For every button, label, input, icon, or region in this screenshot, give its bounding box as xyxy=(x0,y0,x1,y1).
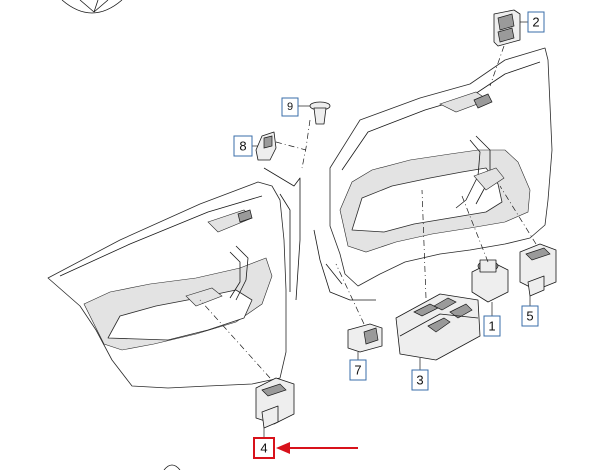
orientation-symbol-icon xyxy=(61,0,123,14)
part-2-switch-block xyxy=(493,9,528,47)
part-7-switch xyxy=(347,323,383,360)
highlight-arrow-icon xyxy=(276,442,358,454)
callout-part-1[interactable]: 1 xyxy=(483,315,501,337)
rear-door-trim-panel xyxy=(313,47,553,301)
callout-part-8[interactable]: 8 xyxy=(233,135,253,157)
svg-text:9: 9 xyxy=(287,101,293,113)
callout-part-9[interactable]: 9 xyxy=(281,97,299,117)
part-1-mirror-switch xyxy=(471,259,509,316)
svg-text:8: 8 xyxy=(239,139,246,154)
part-9-clip xyxy=(298,101,331,125)
svg-text:5: 5 xyxy=(526,309,533,324)
callout-part-3[interactable]: 3 xyxy=(411,369,429,391)
callout-part-4[interactable]: 4 xyxy=(253,437,275,459)
callout-part-5[interactable]: 5 xyxy=(521,305,539,327)
svg-text:7: 7 xyxy=(354,363,361,378)
bottom-symbol-icon xyxy=(163,464,181,470)
leader-lines xyxy=(199,45,537,379)
part-5-window-switch xyxy=(519,243,557,306)
callout-part-7[interactable]: 7 xyxy=(349,359,367,381)
part-8-bracket xyxy=(252,131,277,161)
part-3-master-switch xyxy=(395,293,481,370)
svg-text:1: 1 xyxy=(488,319,495,334)
svg-text:3: 3 xyxy=(416,373,423,388)
svg-text:4: 4 xyxy=(260,441,267,456)
svg-text:2: 2 xyxy=(532,15,539,30)
front-door-trim-panel xyxy=(47,167,301,389)
callout-part-2[interactable]: 2 xyxy=(527,11,545,33)
part-4-window-switch xyxy=(255,377,295,438)
